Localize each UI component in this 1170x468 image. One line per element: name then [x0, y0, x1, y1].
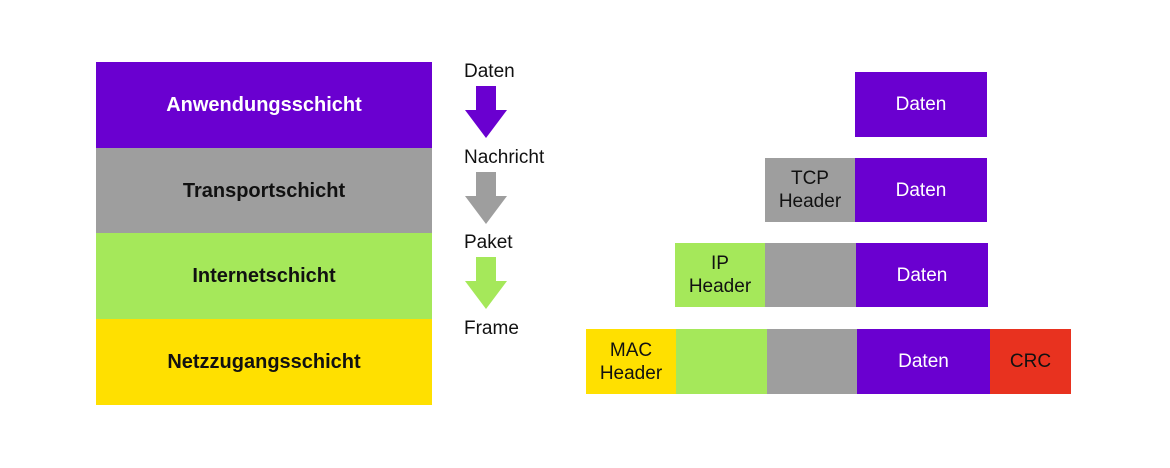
layer-internetschicht: Internetschicht [96, 233, 432, 319]
tcp-header-segment [765, 243, 856, 307]
arrow-down-icon [465, 86, 507, 138]
ip-header-label: IP Header [688, 253, 752, 297]
data-segment: Daten [855, 158, 987, 222]
layer-transportschicht: Transportschicht [96, 148, 432, 234]
layer-label: Transportschicht [182, 179, 346, 202]
ip-header-segment [676, 329, 767, 394]
data-segment: Daten [855, 72, 987, 137]
layer-anwendungsschicht: Anwendungsschicht [96, 62, 432, 148]
data-label: Daten [895, 179, 947, 201]
layer-netzzugangsschicht: Netzzugangsschicht [96, 319, 432, 405]
tcp-header-segment [767, 329, 857, 394]
tcp-header-label: TCP Header [778, 168, 842, 212]
arrow-down-icon [465, 172, 507, 224]
layer-label: Internetschicht [192, 264, 336, 287]
tcp-header-segment: TCP Header [765, 158, 855, 222]
data-label: Daten [895, 94, 947, 115]
flow-label-nachricht: Nachricht [464, 147, 545, 168]
arrow-down-icon [465, 257, 507, 309]
flow-label-frame: Frame [464, 318, 519, 339]
crc-label: CRC [1009, 351, 1052, 372]
ip-header-segment: IP Header [675, 243, 765, 307]
layer-label: Netzzugangsschicht [167, 350, 361, 373]
data-label: Daten [898, 351, 949, 372]
mac-header-label: MAC Header [599, 339, 663, 384]
data-segment: Daten [857, 329, 990, 394]
flow-label-daten: Daten [464, 61, 515, 82]
mac-header-segment: MAC Header [586, 329, 676, 394]
data-label: Daten [896, 264, 948, 286]
data-segment: Daten [856, 243, 988, 307]
flow-label-paket: Paket [464, 232, 513, 253]
layer-label: Anwendungsschicht [166, 93, 362, 116]
crc-segment: CRC [990, 329, 1071, 394]
